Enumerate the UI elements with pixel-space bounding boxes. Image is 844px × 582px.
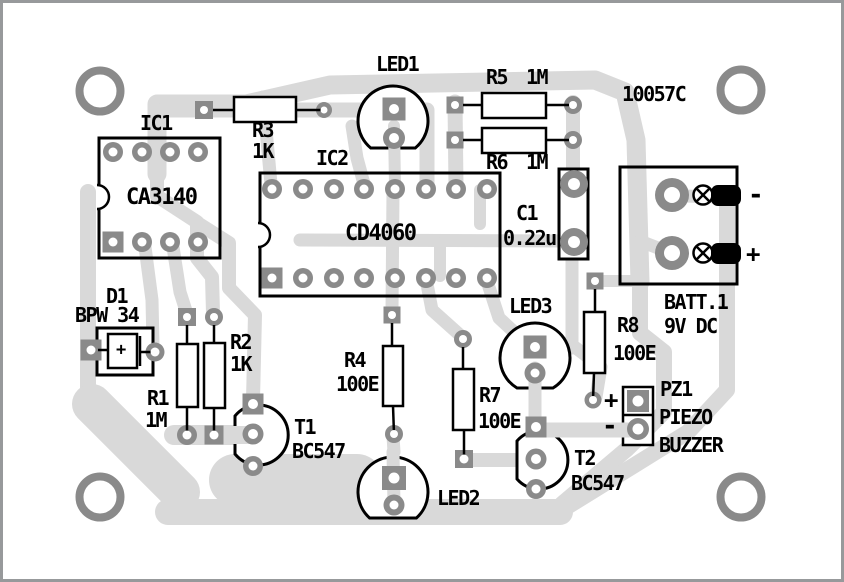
r7-body xyxy=(451,367,476,432)
label-r5-value: 1M xyxy=(526,65,549,89)
label-batt-value: 9V DC xyxy=(664,314,718,338)
r1-body xyxy=(175,342,200,409)
label-r3-value: 1K xyxy=(252,139,275,163)
battery-outline xyxy=(618,165,739,286)
mount-hole-tl xyxy=(75,66,125,116)
label-pz1-line2: BUZZER xyxy=(659,433,724,457)
label-r8-ref: R8 xyxy=(617,313,640,337)
label-board-code: 10057C xyxy=(622,82,687,106)
label-batt-neg: - xyxy=(748,180,764,210)
label-r6-ref: R6 xyxy=(486,150,509,174)
label-r2-ref: R2 xyxy=(230,330,253,354)
mount-hole-tr xyxy=(716,65,766,115)
hole-layer xyxy=(86,101,680,510)
wire-blob-neg xyxy=(711,185,741,206)
label-r4-ref: R4 xyxy=(344,348,367,372)
label-r7-value: 100E xyxy=(478,409,522,433)
mounting-holes xyxy=(75,65,766,522)
r8-body xyxy=(582,310,607,375)
label-ic2-ref: IC2 xyxy=(316,146,349,170)
trace-ic2-r7 xyxy=(420,277,468,343)
label-r8-value: 100E xyxy=(613,341,657,365)
trace-right-ring xyxy=(554,192,735,518)
battery-terminals xyxy=(692,184,741,264)
label-d1-ref: D1 xyxy=(106,284,129,308)
label-r3-ref: R3 xyxy=(252,118,275,142)
label-r5-ref: R5 xyxy=(486,65,509,89)
pad-layer xyxy=(80,96,689,516)
label-ic1-ref: IC1 xyxy=(140,111,173,135)
label-d1-part: BPW 34 xyxy=(75,303,140,327)
label-t2-part: BC547 xyxy=(571,471,625,495)
label-r7-ref: R7 xyxy=(479,383,502,407)
label-t2-ref: T2 xyxy=(574,446,597,470)
label-pz1-line1: PIEZO xyxy=(659,405,713,429)
label-led2-ref: LED2 xyxy=(437,486,481,510)
label-d1-polarity: + xyxy=(116,340,126,360)
wire-blob-pos xyxy=(711,243,741,264)
label-c1-value: 0.22u xyxy=(503,226,557,250)
label-ic2-part: CD4060 xyxy=(345,221,417,246)
label-ic1-part: CA3140 xyxy=(126,185,198,210)
label-batt-ref: BATT.1 xyxy=(664,290,729,314)
label-r4-value: 100E xyxy=(336,372,380,396)
label-c1-ref: C1 xyxy=(516,201,539,225)
mount-hole-br xyxy=(716,472,766,522)
trace-drop-ic2-2 xyxy=(345,119,371,191)
r5-body xyxy=(480,91,548,120)
outline-layer xyxy=(96,136,739,417)
label-batt-pos: + xyxy=(746,240,761,268)
r4-body xyxy=(381,344,405,408)
label-led3-ref: LED3 xyxy=(509,294,553,318)
label-r1-ref: R1 xyxy=(147,386,170,410)
trace-c1-left xyxy=(293,233,575,248)
ic2-notch xyxy=(257,221,272,249)
label-r1-value: 1M xyxy=(145,408,168,432)
label-t1-ref: T1 xyxy=(294,415,317,439)
trace-ic1-r1 xyxy=(166,240,194,321)
label-piezo-neg: - xyxy=(602,411,618,441)
label-t1-part: BC547 xyxy=(292,439,346,463)
r2-body xyxy=(202,341,227,410)
label-piezo-pos: + xyxy=(604,386,619,414)
mount-hole-bl xyxy=(75,472,125,522)
label-pz1-ref: PZ1 xyxy=(660,377,693,401)
ic1-notch xyxy=(96,183,111,211)
trace-ic2-under-v xyxy=(385,183,400,319)
trace-bl-diagonal xyxy=(72,384,200,512)
label-r6-value: 1M xyxy=(526,150,549,174)
label-r2-value: 1K xyxy=(230,352,253,376)
trace-batt-down-diag xyxy=(554,270,672,512)
label-led1-ref: LED1 xyxy=(376,52,420,76)
